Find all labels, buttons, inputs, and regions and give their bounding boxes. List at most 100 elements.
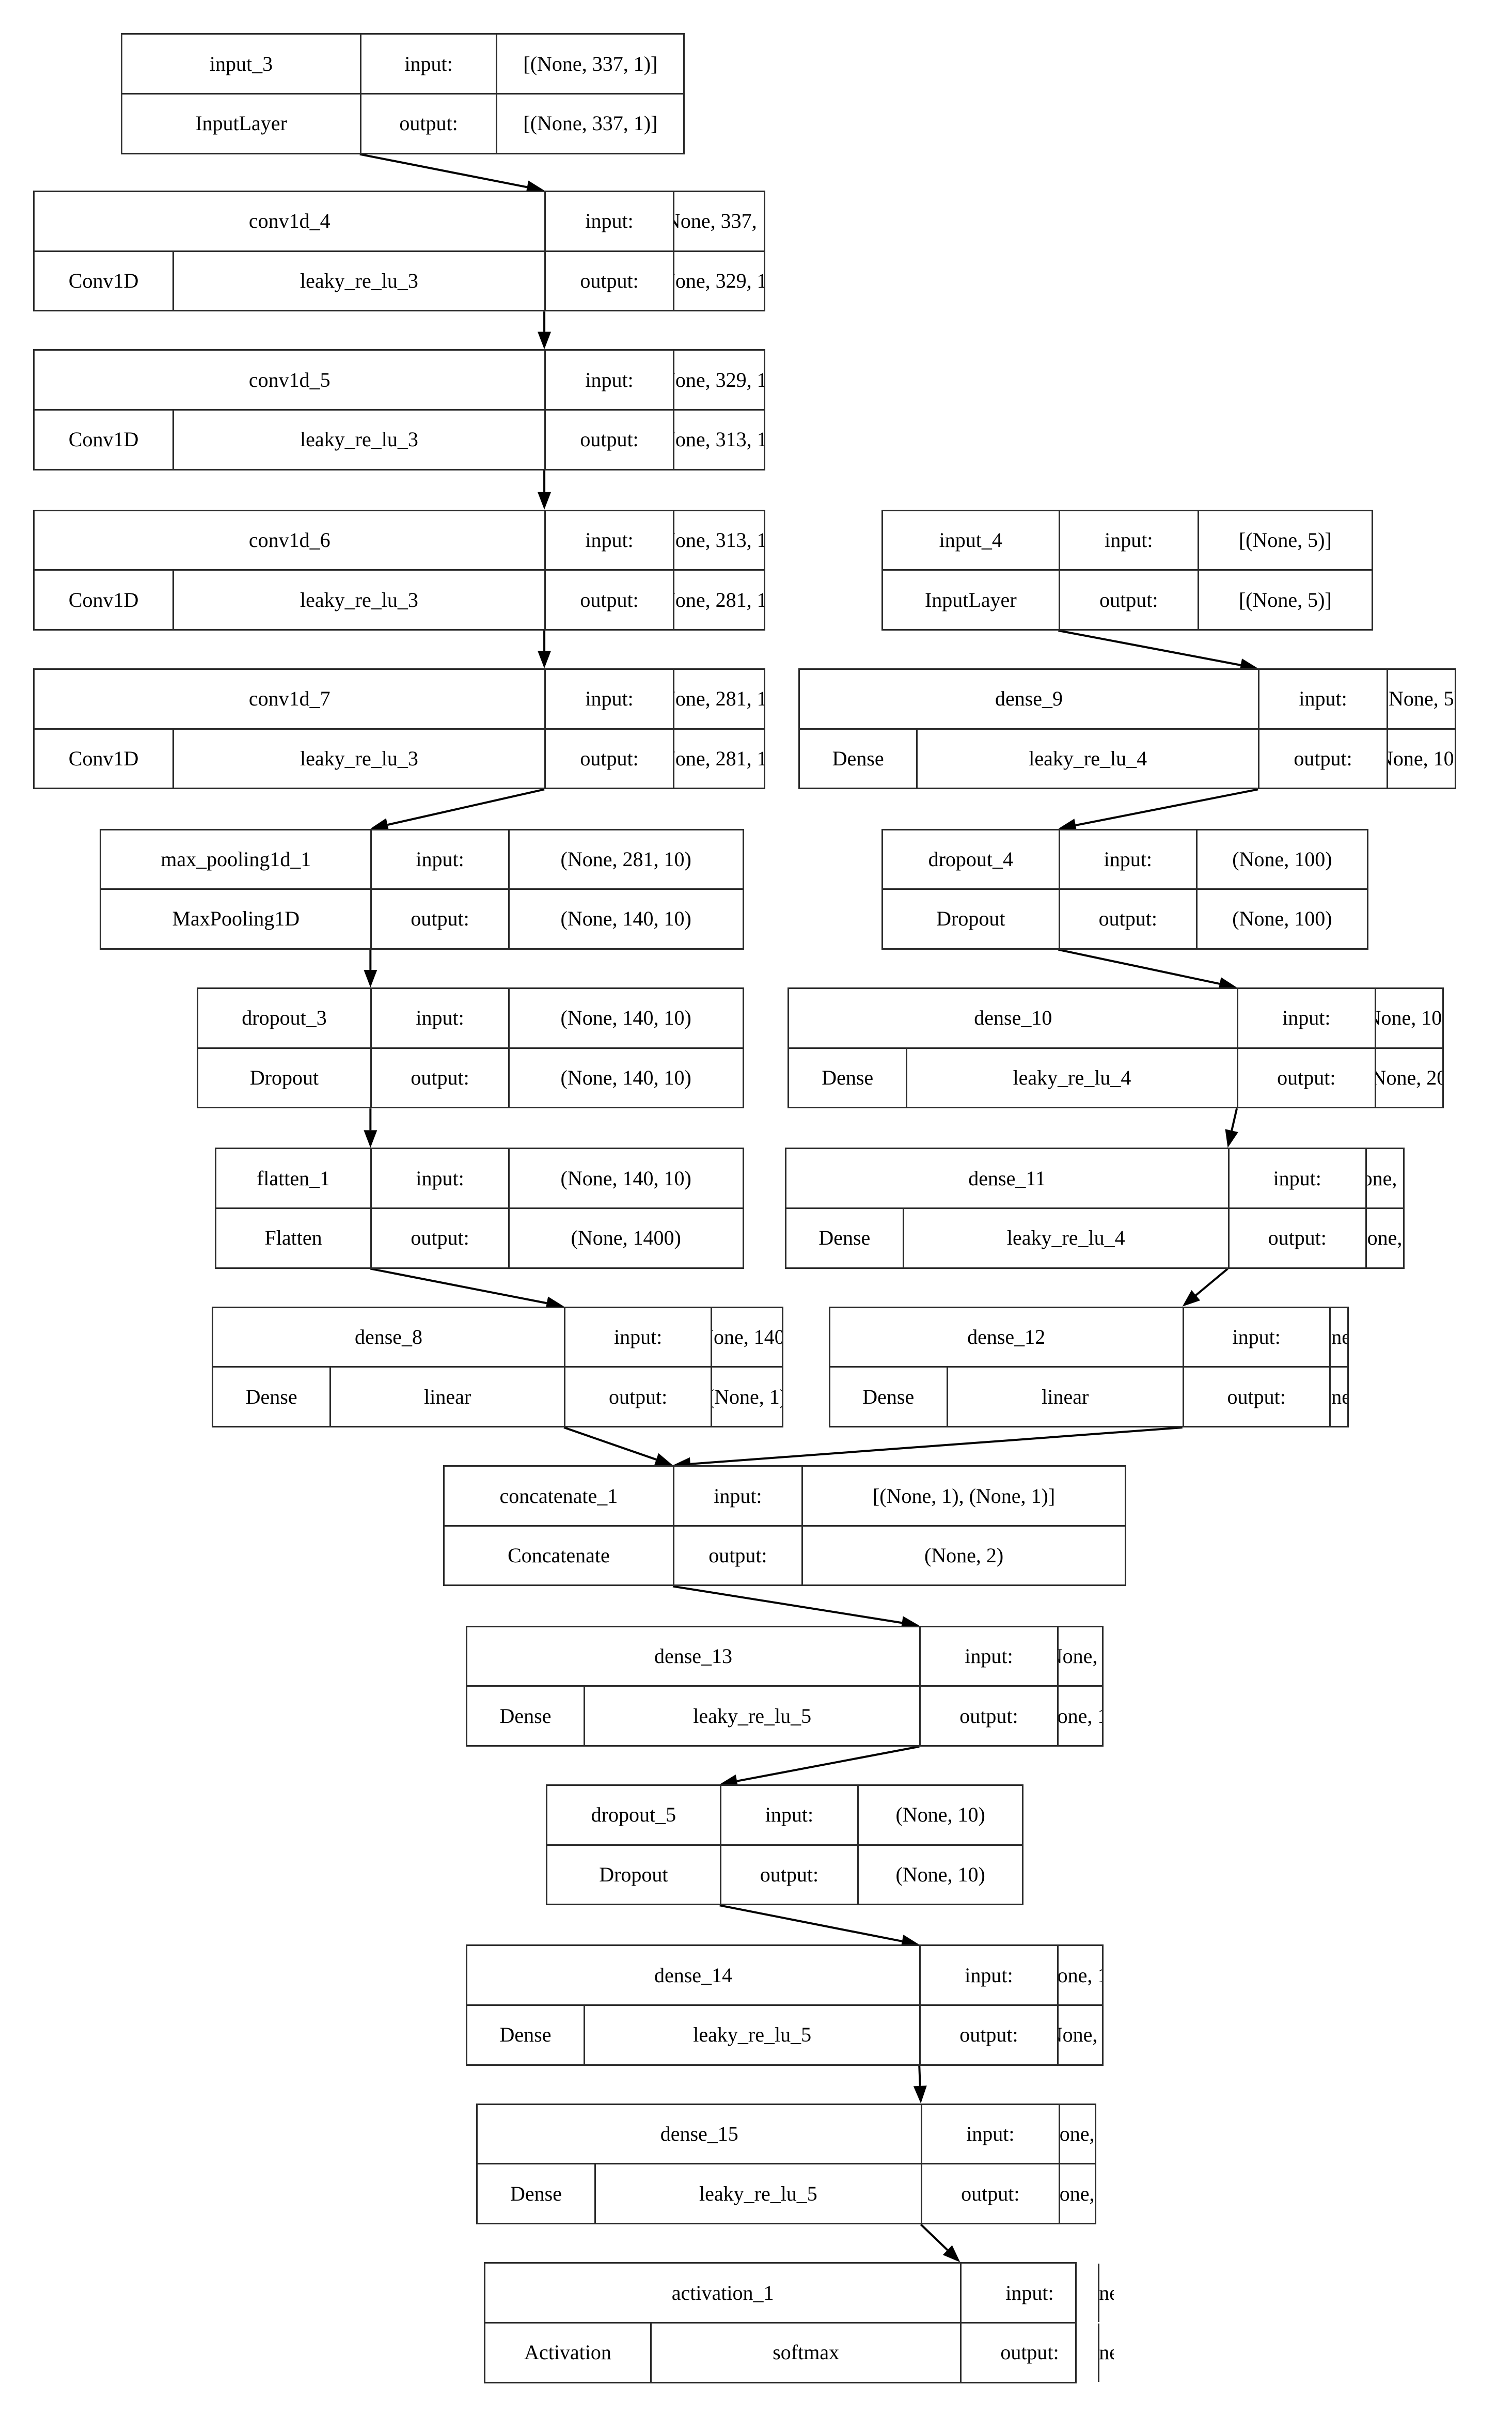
input-shape-value: (None, 100)	[1376, 1006, 1443, 1030]
output-shape-value: (None, 329, 10)	[674, 269, 764, 292]
input-label: input:	[921, 1946, 1059, 2005]
input-shape-value: (None, 3)	[1331, 1325, 1347, 1349]
edge-concatenate_1-to-dense_13	[672, 1585, 920, 1630]
layer-name: dense_14	[467, 1946, 921, 2005]
layer-class: InputLayer	[122, 95, 361, 153]
output-shape-value: (None, 281, 10)	[674, 747, 764, 771]
output-shape-value: [(None, 5)]	[1238, 588, 1332, 611]
output-label: output:	[1060, 890, 1198, 948]
input-shape-value: (None, 10)	[895, 1803, 985, 1827]
layer-name: max_pooling1d_1	[101, 830, 372, 889]
input-label: input:	[1230, 1149, 1367, 1207]
output-label: output:	[1184, 1368, 1331, 1426]
output-shape-value: (None, 3)	[1367, 1226, 1403, 1250]
edge-input_3-to-conv1d_4	[359, 153, 545, 194]
output-label: output:	[962, 2323, 1099, 2382]
layer-class: Flatten	[216, 1209, 372, 1267]
layer-class: Concatenate	[445, 1526, 674, 1585]
layer-name: input_3	[122, 35, 361, 93]
layer-class: Dense	[478, 2164, 596, 2223]
input-label: input:	[372, 988, 510, 1047]
output-shape-value: [(None, 337, 1)]	[523, 112, 658, 135]
output-shape-value: (None, 281, 10)	[674, 588, 764, 611]
input-label: input:	[921, 1627, 1059, 1686]
output-shape-value: (None, 10)	[1058, 1704, 1102, 1728]
layer-name: dropout_5	[547, 1786, 721, 1844]
layer-name: conv1d_4	[35, 192, 546, 250]
layer-activation: leaky_re_lu_3	[174, 571, 546, 629]
layer-class: Dropout	[547, 1845, 721, 1904]
output-label: output:	[921, 2006, 1059, 2064]
input-shape-value: (None, 1400)	[712, 1325, 782, 1349]
layer-name: flatten_1	[216, 1149, 372, 1207]
input-label: input:	[1060, 830, 1198, 889]
input-shape-value: (None, 20)	[1366, 1166, 1403, 1190]
output-shape-value: (None, 1400)	[571, 1226, 681, 1250]
output-label: output:	[721, 1845, 859, 1904]
layer-name: dropout_3	[198, 988, 372, 1047]
input-label: input:	[1184, 1308, 1331, 1367]
layer-class: Conv1D	[35, 571, 174, 629]
layer-name: dense_11	[786, 1149, 1230, 1207]
edge-dense_9-to-dropout_4	[1058, 788, 1258, 832]
output-label: output:	[546, 252, 674, 310]
layer-activation: leaky_re_lu_3	[174, 410, 546, 469]
output-label: output:	[1238, 1048, 1376, 1107]
output-label: output:	[546, 571, 674, 629]
layer-name: dense_9	[800, 670, 1260, 728]
layer-activation: leaky_re_lu_3	[174, 729, 546, 788]
layer-class: Dense	[786, 1209, 904, 1267]
input-label: input:	[361, 35, 498, 93]
layer-class: Dropout	[883, 890, 1060, 948]
layer-class: Dense	[789, 1048, 907, 1107]
layer-class: InputLayer	[883, 571, 1060, 629]
edge-dense_10-to-dense_11	[1225, 1108, 1238, 1148]
edge-input_4-to-dense_9	[1058, 630, 1258, 672]
layer-name: conv1d_5	[35, 351, 546, 409]
layer-class: Conv1D	[35, 252, 174, 310]
layer-activation: linear	[948, 1368, 1184, 1426]
layer-name: dense_15	[478, 2105, 923, 2163]
input-shape-value: (None, 140, 10)	[560, 1006, 691, 1030]
input-shape-value: (None, 281, 10)	[674, 687, 764, 711]
